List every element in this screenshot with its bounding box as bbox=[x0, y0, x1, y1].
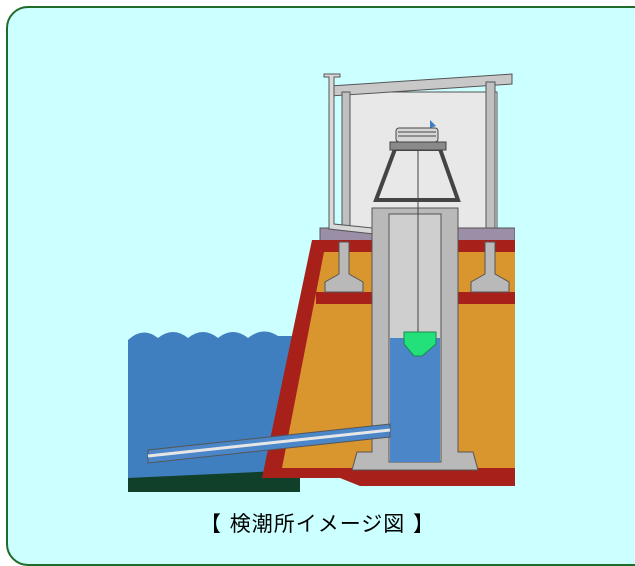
footing-right bbox=[470, 241, 510, 293]
tide-gauge-recorder-icon bbox=[395, 120, 439, 143]
tide-station-diagram bbox=[128, 73, 515, 492]
diagram-caption: 【 検潮所イメージ図 】 bbox=[200, 512, 435, 536]
base-brick bbox=[340, 478, 515, 486]
intake-pipe-wall bbox=[147, 428, 391, 458]
gauge-top-plate bbox=[389, 141, 447, 151]
footing-left bbox=[324, 241, 364, 293]
seabed bbox=[128, 470, 300, 492]
well-water bbox=[390, 338, 440, 462]
float-icon bbox=[403, 331, 437, 357]
